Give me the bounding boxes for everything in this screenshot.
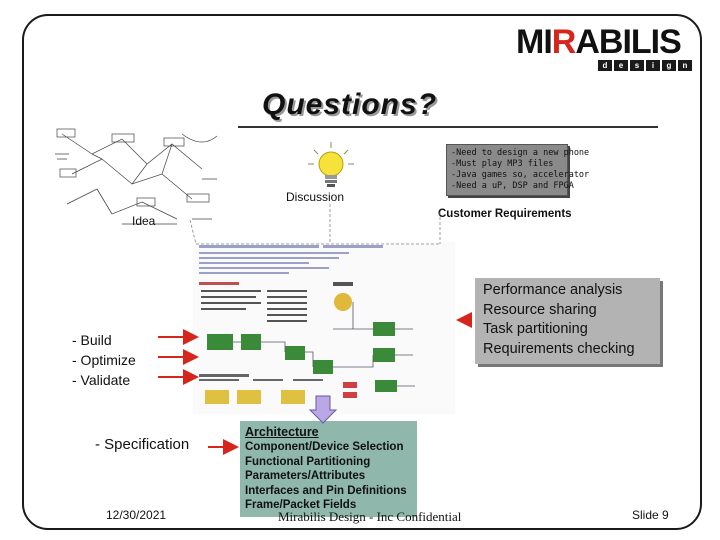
footer-slide-number: Slide 9	[632, 508, 669, 522]
discussion-label: Discussion	[286, 190, 345, 204]
customer-requirements-box: -Need to design a new phone -Must play M…	[446, 144, 589, 196]
idea-label: Idea	[132, 214, 156, 228]
architecture-item: Component/Device Selection	[245, 441, 404, 453]
architecture-item: Interfaces and Pin Definitions	[245, 484, 407, 497]
idea-sketch-image	[55, 128, 218, 225]
architecture-box: Architecture Component/Device Selection …	[240, 421, 417, 517]
build-steps-list: - Build - Optimize - Validate	[72, 330, 136, 390]
logo-wordmark: MIRABILIS	[516, 23, 682, 61]
footer-confidential: Mirabilis Design - Inc Confidential	[278, 509, 462, 524]
step-validate: - Validate	[72, 372, 131, 388]
architecture-item: Frame/Packet Fields	[245, 499, 357, 512]
customer-requirements-label: Customer Requirements	[438, 208, 572, 220]
title-underline	[238, 126, 658, 128]
architecture-title: Architecture	[245, 425, 319, 439]
specification-label: - Specification	[95, 436, 190, 453]
step-build: - Build	[72, 332, 112, 348]
slide-frame	[22, 14, 702, 530]
footer-date: 12/30/2021	[106, 508, 167, 522]
architecture-item: Functional Partitioning	[245, 455, 371, 468]
lightbulb-icon	[308, 142, 354, 187]
mirabilis-logo: MIRABILIS d e s i g n	[516, 24, 692, 71]
architecture-item: Parameters/Attributes	[245, 470, 366, 483]
slide-title: Questions?	[262, 88, 438, 121]
logo-design-strip: d e s i g n	[598, 60, 692, 71]
step-optimize: - Optimize	[72, 352, 136, 368]
performance-analysis-box: Performance analysis Resource sharing Ta…	[475, 278, 660, 364]
model-diagram-image	[193, 242, 455, 414]
